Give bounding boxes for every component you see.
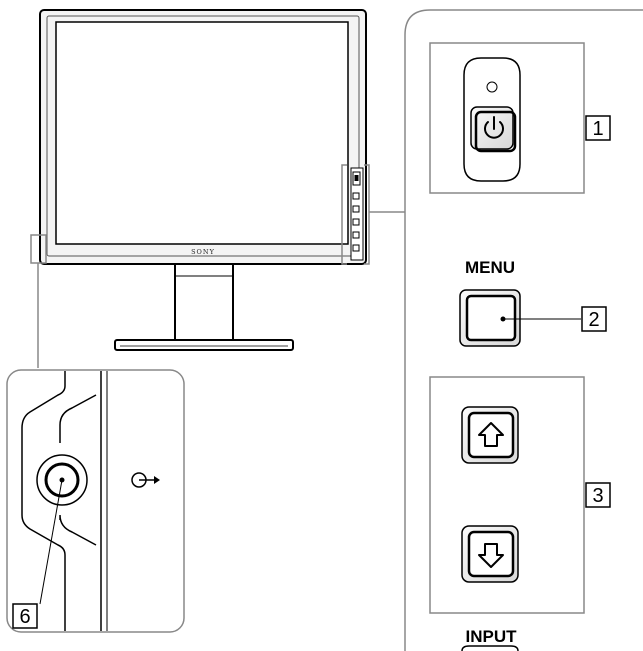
input-label: INPUT: [466, 627, 518, 646]
headphone-zoom-panel: [6, 369, 185, 633]
power-indicator: [486, 81, 498, 93]
power-group-frame: [429, 42, 585, 194]
monitor-screen: [55, 21, 349, 245]
down-arrow-icon: [478, 543, 504, 568]
up-arrow-icon: [478, 422, 504, 447]
power-switch-module: [463, 57, 521, 182]
monitor-side-buttons: [350, 167, 364, 261]
menu-button[interactable]: [459, 289, 521, 347]
svg-text:6: 6: [19, 606, 30, 628]
callout-6: 6: [12, 603, 38, 629]
monitor-brand-logo: SONY: [191, 248, 215, 256]
callout-2: 2: [581, 306, 607, 332]
callout-3: 3: [585, 482, 611, 508]
headphone-zone-callout: [30, 234, 47, 368]
svg-text:1: 1: [592, 118, 603, 140]
side-buttons-callout: [341, 164, 405, 265]
svg-text:3: 3: [592, 485, 603, 507]
arrow-group-frame: [429, 376, 585, 614]
monitor-bezel: [46, 15, 360, 257]
up-button[interactable]: [461, 406, 519, 464]
power-button[interactable]: [470, 106, 517, 153]
menu-label: MENU: [465, 258, 515, 277]
monitor-stand: [114, 263, 294, 351]
monitor: SONY: [39, 9, 367, 351]
control-panel: 1 MENU 2 3 INPUT: [404, 9, 643, 651]
callout-1: 1: [585, 115, 611, 141]
svg-text:2: 2: [588, 309, 599, 331]
input-button[interactable]: [461, 645, 519, 651]
headphone-output-icon: [131, 472, 160, 488]
power-icon: [484, 116, 504, 139]
down-button[interactable]: [461, 525, 519, 583]
